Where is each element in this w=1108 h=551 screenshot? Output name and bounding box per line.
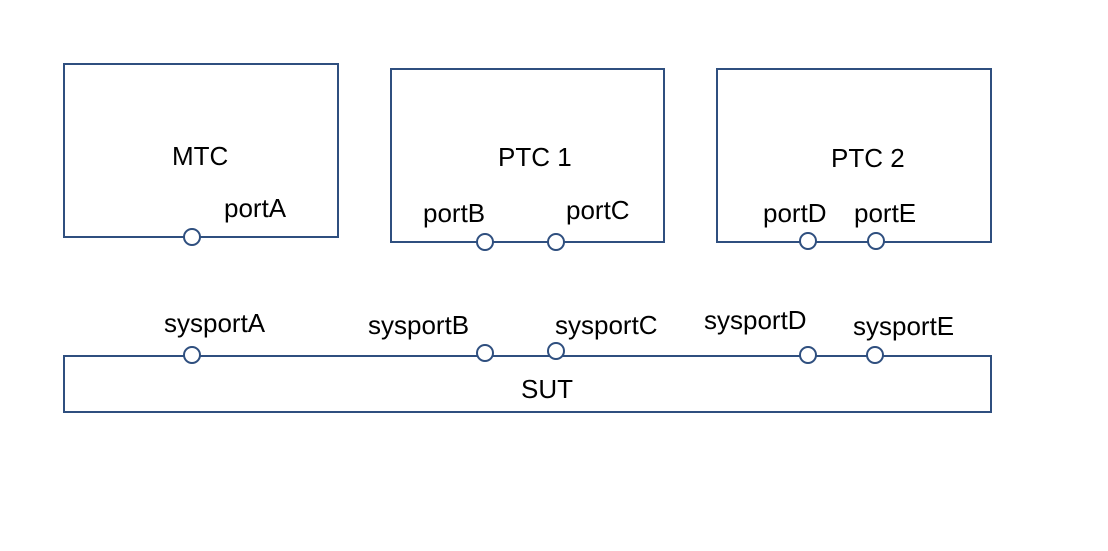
port-b-label: portB — [423, 198, 486, 228]
mtc-box — [63, 63, 339, 238]
port-d-connector — [799, 232, 817, 250]
ptc2-box — [716, 68, 992, 243]
mtc-title: MTC — [172, 141, 229, 171]
sysport-a-connector — [183, 346, 201, 364]
sysport-b-label: sysportB — [368, 310, 470, 340]
port-b-connector — [476, 233, 494, 251]
port-d-label: portD — [763, 198, 827, 228]
port-e-connector — [867, 232, 885, 250]
port-c-label: portC — [566, 195, 630, 225]
sysport-b-connector — [476, 344, 494, 362]
port-e-label: portE — [854, 198, 917, 228]
ptc1-box — [390, 68, 665, 243]
sysport-c-label: sysportC — [555, 310, 658, 340]
sysport-e-label: sysportE — [853, 311, 955, 341]
sut-box — [63, 355, 992, 413]
sysport-d-label: sysportD — [704, 305, 807, 335]
sysport-a-label: sysportA — [164, 308, 266, 338]
sysport-e-connector — [866, 346, 884, 364]
sut-title: SUT — [521, 374, 573, 404]
port-a-connector — [183, 228, 201, 246]
ptc2-title: PTC 2 — [831, 143, 905, 173]
ptc1-title: PTC 1 — [498, 142, 572, 172]
sysport-c-connector — [547, 342, 565, 360]
port-c-connector — [547, 233, 565, 251]
port-a-label: portA — [224, 193, 287, 223]
sysport-d-connector — [799, 346, 817, 364]
